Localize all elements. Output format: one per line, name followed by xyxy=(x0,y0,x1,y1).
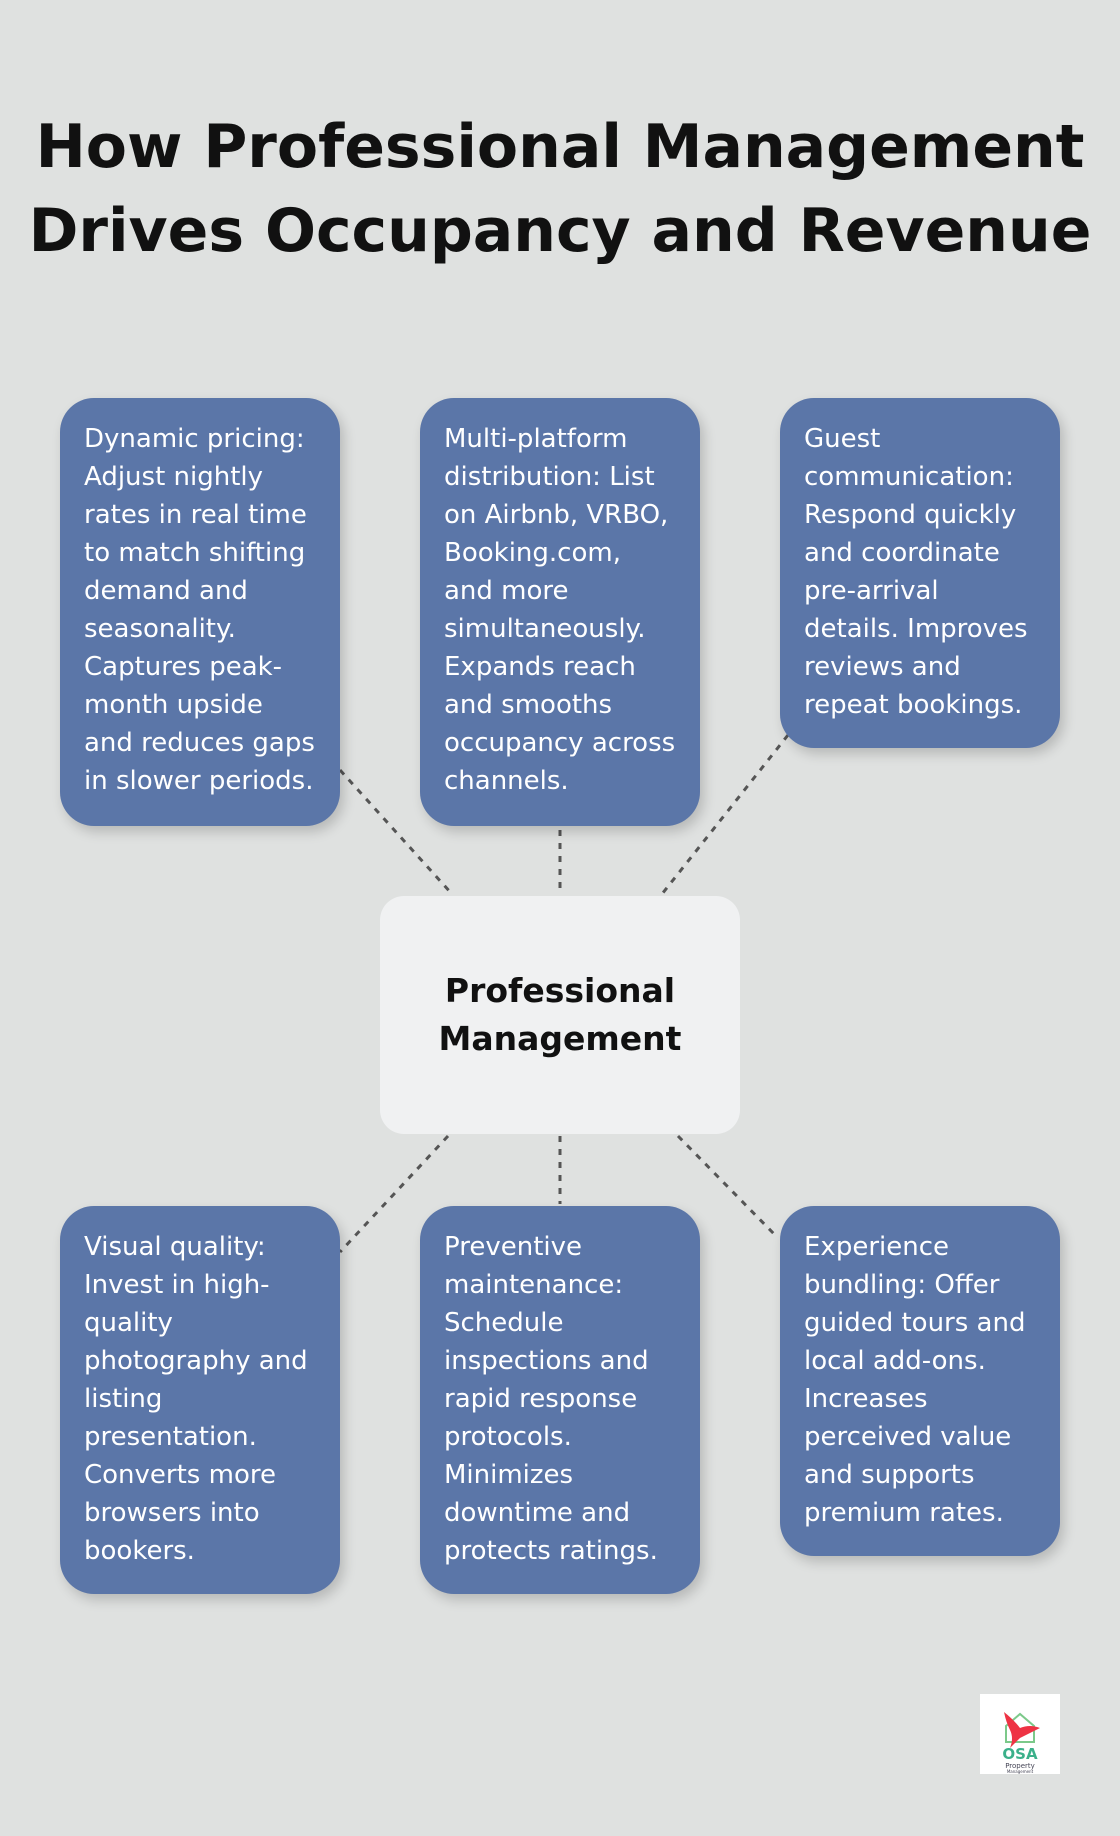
svg-text:OSA: OSA xyxy=(1002,1745,1038,1763)
node-visual-quality: Visual quality: Invest in high-quality p… xyxy=(60,1206,340,1594)
title-line-1: How Professional Management xyxy=(35,112,1085,182)
logo: OSA Property Management xyxy=(980,1694,1060,1774)
node-preventive-maintenance: Preventive maintenance: Schedule inspect… xyxy=(420,1206,700,1594)
node-experience-bundling: Experience bundling: Offer guided tours … xyxy=(780,1206,1060,1556)
connector-1 xyxy=(338,768,454,896)
node-dynamic-pricing: Dynamic pricing: Adjust nightly rates in… xyxy=(60,398,340,826)
connector-4 xyxy=(338,1134,450,1254)
svg-text:Property: Property xyxy=(1005,1762,1035,1770)
title-line-2: Drives Occupancy and Revenue xyxy=(28,196,1092,266)
center-node: Professional Management xyxy=(380,896,740,1134)
center-label: Professional Management xyxy=(438,971,682,1058)
connector-6 xyxy=(676,1134,780,1240)
logo-bird-house-icon: OSA Property Management xyxy=(1002,1712,1040,1774)
node-guest-communication: Guest communication: Respond quickly and… xyxy=(780,398,1060,748)
node-multi-platform: Multi-platform distribution: List on Air… xyxy=(420,398,700,826)
connector-3 xyxy=(660,734,790,895)
svg-text:Management: Management xyxy=(1007,1769,1034,1774)
